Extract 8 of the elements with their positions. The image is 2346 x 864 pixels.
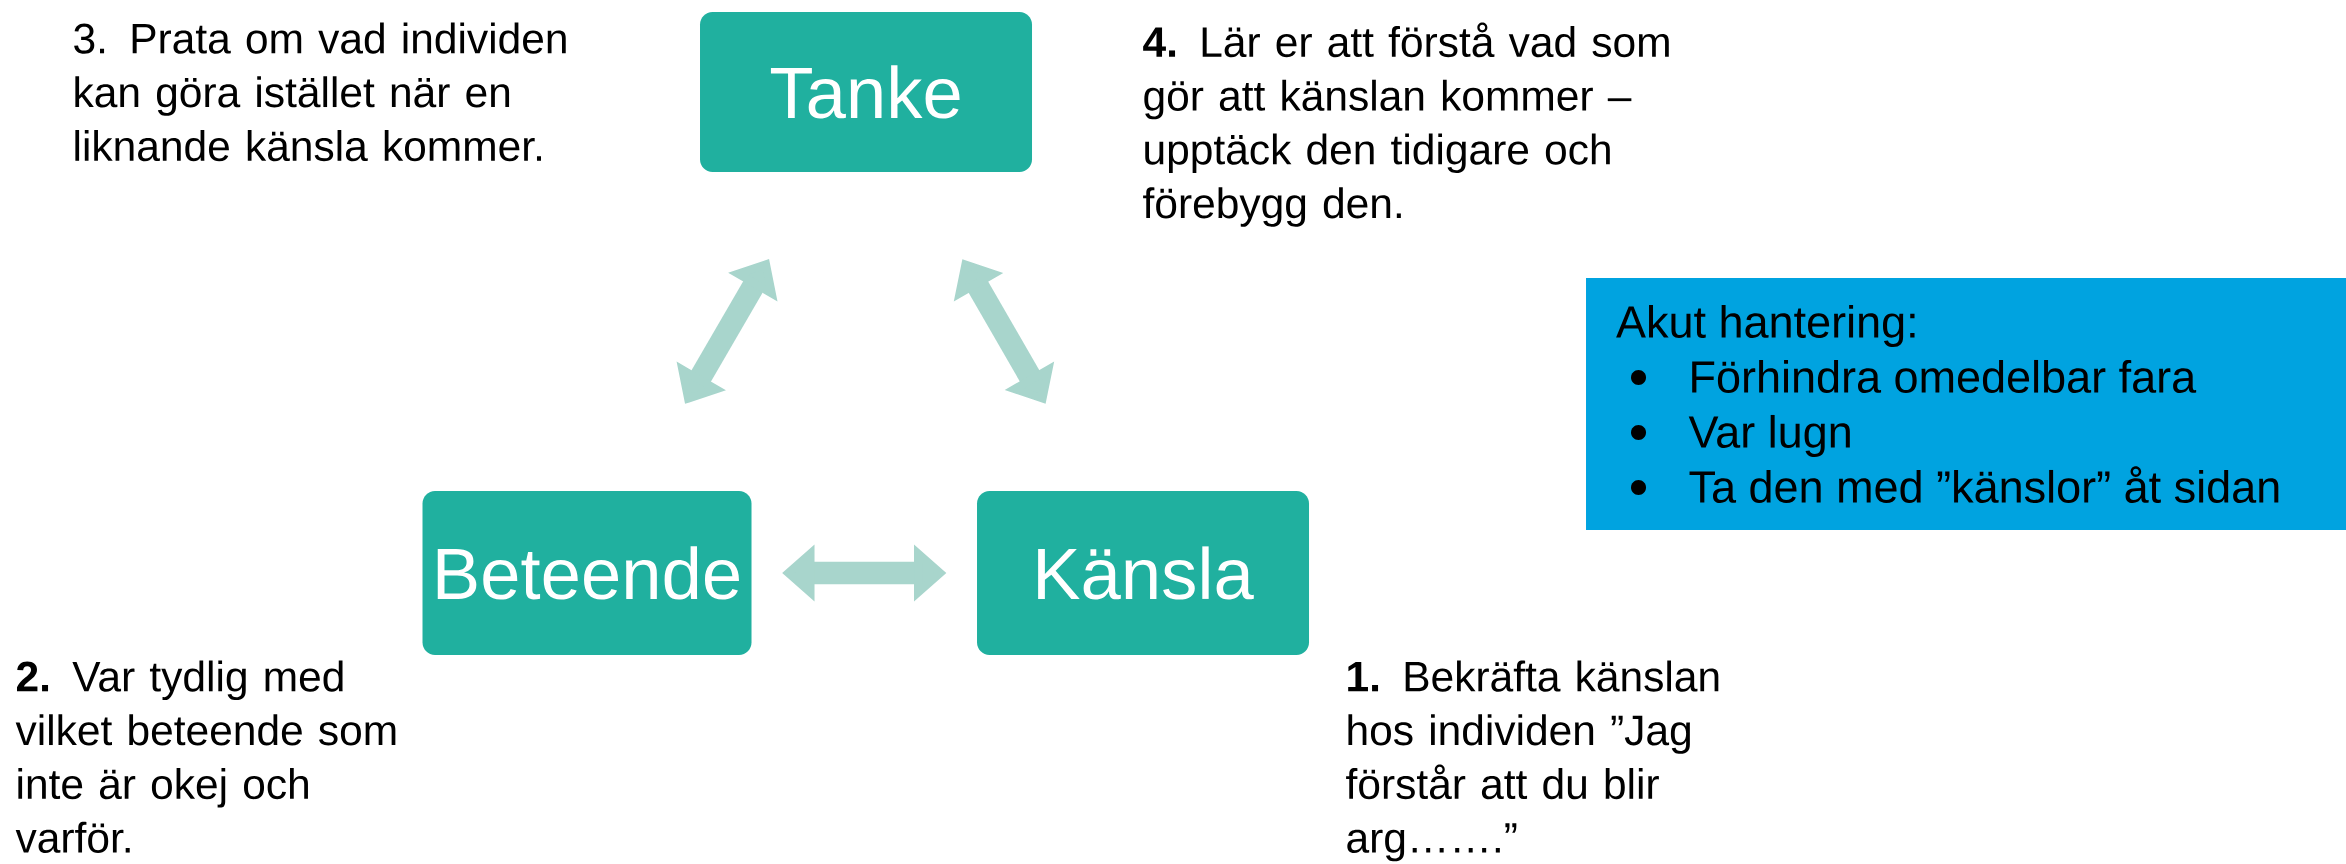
process-box: Tanke [700, 12, 1032, 172]
step-note: 4. Lär er att förstå vad som gör att känslan kommer – upptäck den tidigare och förebygg den. [1143, 22, 1669, 227]
process-box: Känsla [977, 491, 1309, 655]
process-box: Beteende [422, 491, 752, 655]
step-note: 1. Bekräfta känslan hos individen ”Jag förstår att du blir arg…….” [1346, 660, 1719, 862]
step-note: 2. Var tydlig med vilket beteende som inte är okej och varför. [15, 660, 396, 853]
info-box: Akut hantering: Förhindra omedelbar fara Var lugn Ta den med ”känslor” åt sidan [1586, 278, 2346, 530]
step-note: 3. Prata om vad individen kan göra istället när en liknande känsla kommer. [74, 22, 566, 162]
